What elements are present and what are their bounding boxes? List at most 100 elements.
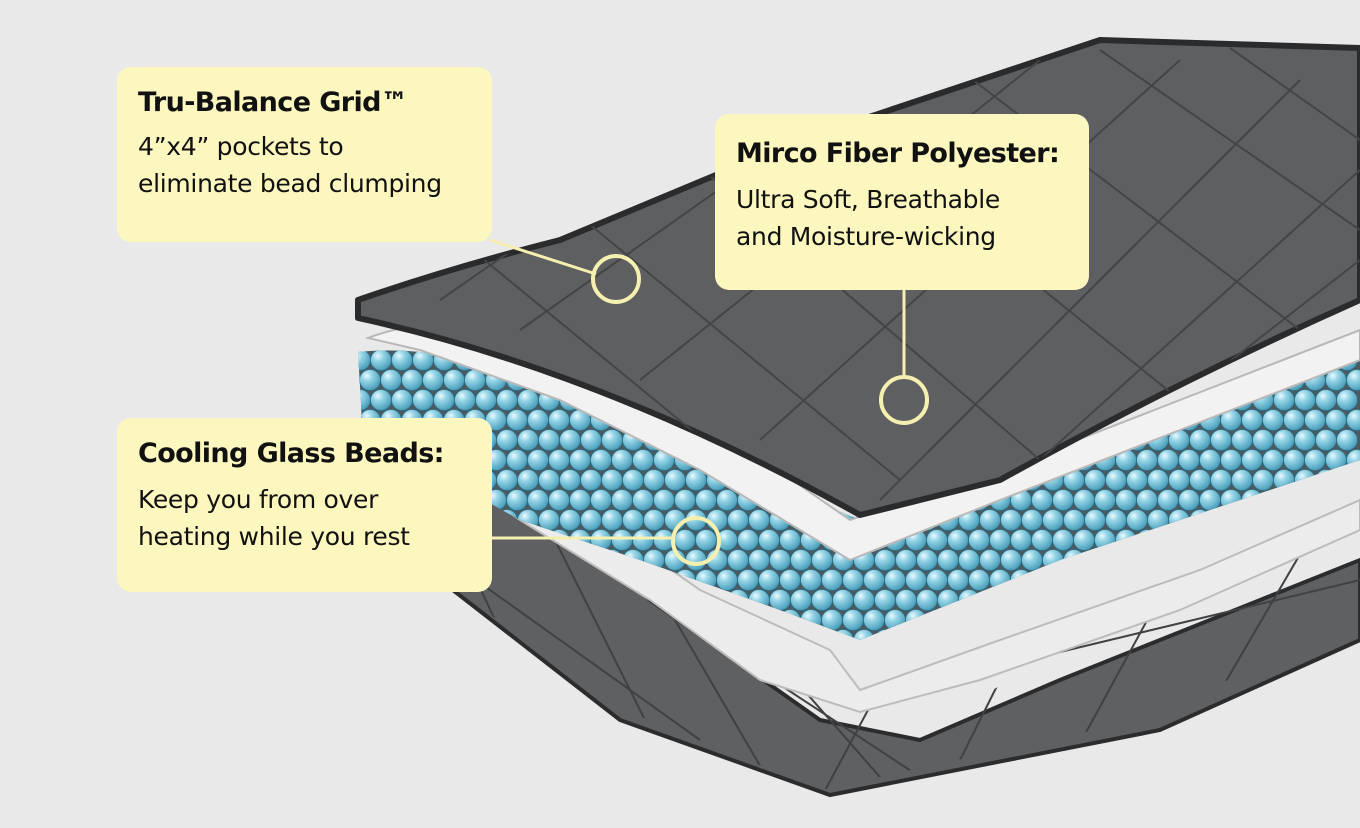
glass-bead: [548, 489, 570, 511]
glass-bead: [926, 529, 948, 551]
glass-bead: [1304, 449, 1326, 471]
beads-indicator-circle: [671, 516, 721, 566]
glass-bead: [622, 509, 644, 531]
glass-bead: [1241, 489, 1263, 511]
glass-bead: [1063, 589, 1085, 611]
glass-bead: [559, 509, 581, 531]
glass-bead: [968, 569, 990, 591]
glass-bead: [716, 569, 738, 591]
glass-bead: [1063, 549, 1085, 571]
cooling-glass-beads-callout: Cooling Glass Beads: Keep you from over …: [117, 418, 492, 592]
glass-bead: [1115, 569, 1137, 591]
glass-bead: [1220, 489, 1242, 511]
glass-bead: [779, 529, 801, 551]
glass-bead: [454, 629, 476, 640]
glass-bead: [358, 350, 371, 371]
glass-bead: [370, 629, 392, 640]
glass-bead: [1147, 469, 1169, 491]
glass-bead: [454, 389, 476, 411]
glass-bead: [412, 589, 434, 611]
glass-bead: [358, 389, 371, 411]
glass-bead: [958, 589, 980, 611]
glass-bead: [1147, 509, 1169, 531]
glass-bead: [695, 569, 717, 591]
glass-bead: [968, 529, 990, 551]
glass-bead: [1304, 409, 1326, 431]
glass-bead: [1052, 529, 1074, 551]
glass-bead: [622, 469, 644, 491]
glass-bead: [926, 609, 948, 631]
glass-bead: [391, 629, 413, 640]
glass-bead: [1294, 389, 1316, 411]
glass-bead: [937, 589, 959, 611]
glass-bead: [874, 589, 896, 611]
glass-bead: [947, 529, 969, 551]
glass-bead: [1189, 469, 1211, 491]
glass-bead: [391, 389, 413, 411]
leader-lines: [489, 238, 906, 540]
glass-bead: [863, 569, 885, 591]
glass-bead: [727, 549, 749, 571]
glass-bead: [1283, 409, 1305, 431]
glass-bead: [1126, 469, 1148, 491]
glass-bead: [716, 489, 738, 511]
glass-bead: [1325, 449, 1347, 471]
glass-bead: [1168, 509, 1190, 531]
glass-bead: [958, 549, 980, 571]
glass-bead: [937, 549, 959, 571]
glass-bead: [874, 549, 896, 571]
callout-title: Tru-Balance Grid™: [138, 87, 408, 118]
glass-bead: [559, 429, 581, 451]
glass-bead: [1031, 569, 1053, 591]
glass-bead: [748, 589, 770, 611]
glass-bead: [359, 609, 381, 631]
glass-bead: [1084, 469, 1106, 491]
glass-bead: [1021, 509, 1043, 531]
glass-bead: [800, 569, 822, 591]
glass-bead: [391, 589, 413, 611]
glass-bead: [695, 489, 717, 511]
glass-bead: [1094, 489, 1116, 511]
glass-bead: [580, 509, 602, 531]
glass-bead: [580, 469, 602, 491]
glass-bead: [1199, 489, 1221, 511]
glass-bead: [727, 509, 749, 531]
glass-bead: [737, 529, 759, 551]
glass-bead: [601, 469, 623, 491]
glass-bead: [1136, 529, 1158, 551]
glass-bead: [1252, 469, 1274, 491]
glass-bead: [1105, 509, 1127, 531]
glass-bead: [1315, 549, 1337, 571]
glass-bead: [358, 589, 371, 611]
glass-bead: [905, 609, 927, 631]
glass-bead: [695, 529, 717, 551]
glass-bead: [412, 629, 434, 640]
glass-bead: [475, 389, 497, 411]
glass-bead: [391, 350, 413, 371]
glass-bead: [1231, 429, 1253, 451]
glass-bead: [853, 589, 875, 611]
glass-bead: [1105, 469, 1127, 491]
glass-bead: [1147, 549, 1169, 571]
glass-bead: [422, 609, 444, 631]
glass-bead: [359, 369, 381, 391]
glass-bead: [412, 389, 434, 411]
glass-bead: [422, 369, 444, 391]
glass-bead: [538, 469, 560, 491]
glass-bead: [433, 629, 455, 640]
glass-bead: [979, 509, 1001, 531]
glass-bead: [884, 609, 906, 631]
glass-bead: [496, 469, 518, 491]
glass-bead: [674, 529, 696, 551]
glass-bead: [1010, 569, 1032, 591]
glass-bead: [842, 569, 864, 591]
glass-bead: [380, 350, 402, 351]
glass-bead: [1157, 529, 1179, 551]
glass-bead: [1094, 569, 1116, 591]
glass-bead: [496, 429, 518, 451]
glass-bead: [1178, 489, 1200, 511]
glass-bead: [643, 469, 665, 491]
glass-bead: [358, 629, 371, 640]
glass-bead: [1031, 529, 1053, 551]
glass-bead: [1073, 489, 1095, 511]
